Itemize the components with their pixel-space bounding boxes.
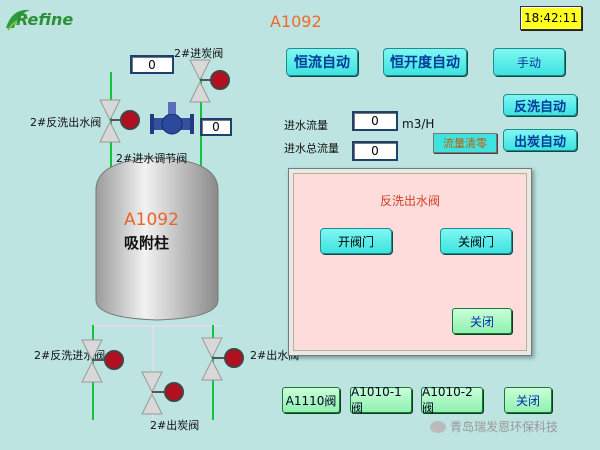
inlet-carbon-valve-value: 0 bbox=[130, 55, 174, 74]
manual-button[interactable]: 手动 bbox=[493, 48, 565, 76]
dialog-title: 反洗出水阀 bbox=[379, 194, 440, 208]
logo-text: Refine bbox=[16, 10, 74, 29]
carbon-out-auto-button[interactable]: 出炭自动 bbox=[503, 129, 577, 151]
bottom-close-button[interactable]: 关闭 bbox=[504, 387, 552, 413]
flow-unit: m3/H bbox=[402, 117, 435, 131]
inlet-regulating-valve-label: 2#进水调节阀 bbox=[116, 152, 188, 165]
const-flow-auto-button[interactable]: 恒流自动 bbox=[286, 48, 358, 76]
valve-a1010-1-button[interactable]: A1010-1阀 bbox=[350, 385, 412, 415]
inlet-flow-label: 进水流量 bbox=[284, 119, 328, 132]
clock-display: 18:42:11 bbox=[520, 6, 582, 30]
page-title: A1092 bbox=[270, 12, 322, 31]
outlet-water-valve-label: 2#出水阀 bbox=[250, 349, 300, 362]
tank-name: 吸附柱 bbox=[124, 234, 170, 252]
total-flow-label: 进水总流量 bbox=[284, 142, 339, 155]
adsorption-column-tank bbox=[95, 157, 219, 321]
logo-icon bbox=[6, 9, 30, 31]
outlet-carbon-valve[interactable] bbox=[140, 370, 190, 416]
outlet-water-valve[interactable] bbox=[200, 336, 250, 382]
close-valve-button[interactable]: 关阀门 bbox=[440, 228, 512, 254]
valve-control-dialog: 反洗出水阀 开阀门 关阀门 关闭 bbox=[288, 168, 532, 356]
wechat-icon bbox=[430, 420, 446, 433]
inlet-regulating-valve[interactable] bbox=[146, 100, 198, 146]
dialog-close-button[interactable]: 关闭 bbox=[452, 308, 512, 334]
inlet-carbon-valve[interactable] bbox=[186, 58, 234, 104]
const-opening-auto-button[interactable]: 恒开度自动 bbox=[383, 48, 467, 76]
outlet-carbon-valve-label: 2#出炭阀 bbox=[150, 419, 200, 432]
pipe-left-top bbox=[110, 72, 112, 172]
inlet-carbon-valve-label: 2#进炭阀 bbox=[174, 47, 224, 60]
logo: Refine bbox=[4, 4, 73, 34]
valve-a1010-2-button[interactable]: A1010-2阀 bbox=[421, 385, 483, 415]
regulating-valve-value: 0 bbox=[200, 118, 232, 136]
backwash-in-valve-label: 2#反洗进水阀 bbox=[34, 349, 106, 362]
backwash-in-valve[interactable] bbox=[80, 338, 130, 384]
total-flow-value: 0 bbox=[352, 141, 398, 161]
backwash-out-valve-label: 2#反洗出水阀 bbox=[30, 116, 102, 129]
backwash-out-valve[interactable] bbox=[96, 98, 144, 144]
inlet-flow-value: 0 bbox=[352, 111, 398, 131]
backwash-auto-button[interactable]: 反洗自动 bbox=[503, 94, 577, 116]
valve-a1110-button[interactable]: A1110阀 bbox=[282, 387, 340, 413]
flow-reset-button[interactable]: 流量清零 bbox=[433, 133, 497, 153]
tank-code: A1092 bbox=[124, 210, 179, 230]
open-valve-button[interactable]: 开阀门 bbox=[320, 228, 392, 254]
watermark-text: 青岛瑞发恩环保科技 bbox=[450, 420, 559, 434]
watermark: 青岛瑞发恩环保科技 bbox=[430, 418, 558, 435]
pipe-bottom-header bbox=[92, 325, 222, 327]
